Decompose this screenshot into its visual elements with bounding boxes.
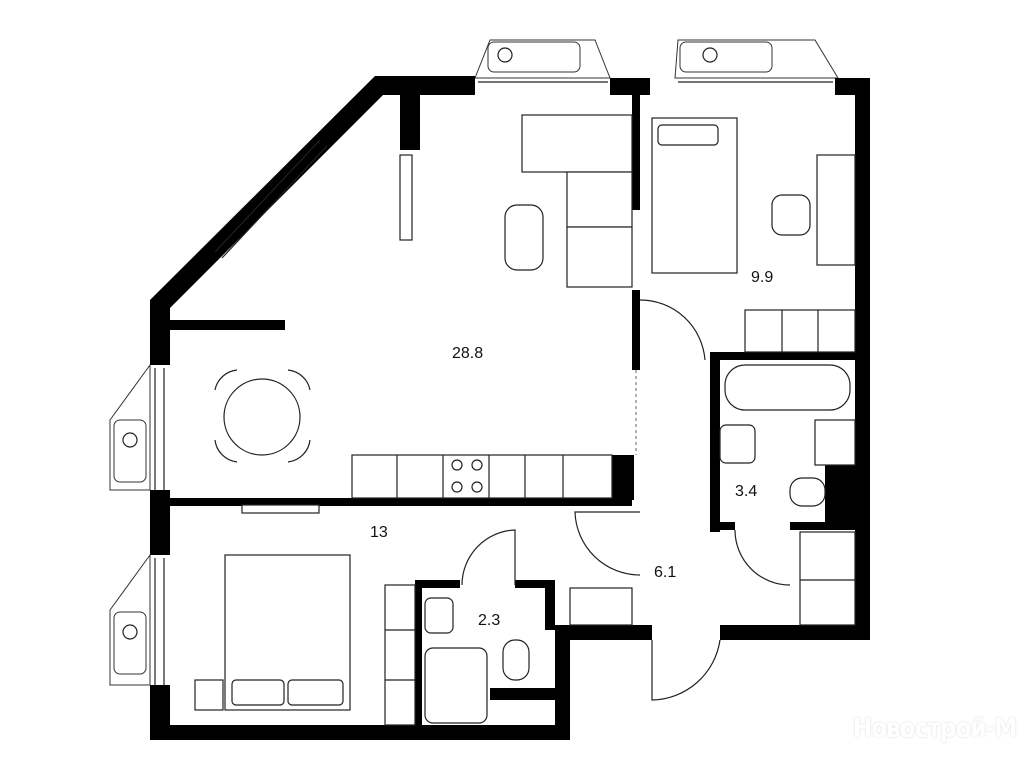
walls: [150, 76, 870, 740]
room-area-hallway: 6.1: [654, 564, 676, 581]
furniture: [194, 114, 856, 726]
room-area-living-kitchen: 28.8: [452, 345, 483, 362]
room-area-bedroom-small: 9.9: [751, 269, 773, 286]
room-area-bathroom: 3.4: [735, 483, 757, 500]
window-bays: [109, 39, 839, 686]
window-frames: [154, 81, 833, 685]
doors: [461, 299, 791, 701]
watermark: Новострой-М: [852, 713, 1017, 744]
room-area-bedroom: 13: [370, 524, 388, 541]
room-area-toilet: 2.3: [478, 612, 500, 629]
